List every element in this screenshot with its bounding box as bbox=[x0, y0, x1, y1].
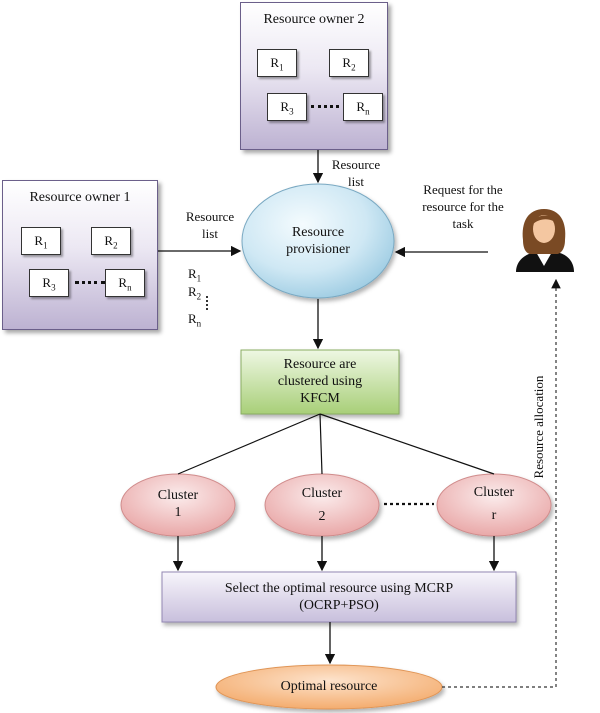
owner1-resource-r3: R3 bbox=[29, 269, 69, 297]
provisioner-node bbox=[241, 183, 395, 299]
edge-kfcm-cluster1 bbox=[177, 413, 321, 475]
edge-kfcm-cluster2 bbox=[319, 413, 323, 475]
owner2-ellipsis bbox=[311, 105, 339, 108]
kfcm-node bbox=[240, 349, 400, 415]
owner1-ellipsis bbox=[75, 281, 105, 284]
resource-owner-1: Resource owner 1 R1 R2 R3 Rn bbox=[2, 180, 158, 330]
provisioner-label: Resource provisioner bbox=[286, 225, 350, 257]
edge-resource-allocation bbox=[442, 278, 561, 688]
request-label: Request for the resource for the task bbox=[422, 182, 504, 231]
edge-kfcm-clusterr bbox=[319, 413, 495, 475]
cluster-1-label: Cluster 1 bbox=[157, 488, 199, 520]
side-resource-rn: Rn bbox=[188, 311, 202, 329]
owner1-resource-r1: R1 bbox=[21, 227, 61, 255]
resource-list-label-top: Resource list bbox=[331, 157, 381, 189]
resource-owner-2: Resource owner 2 R1 R2 R3 Rn bbox=[240, 2, 388, 150]
optimal-label: Optimal resource bbox=[280, 679, 378, 694]
owner2-resource-r3: R3 bbox=[267, 93, 307, 121]
owner1-resource-rn: Rn bbox=[105, 269, 145, 297]
owner2-resource-r1: R1 bbox=[257, 49, 297, 77]
resource-list-label-left: Resource list bbox=[185, 209, 235, 241]
resource-allocation-label: Resource allocation bbox=[531, 375, 546, 479]
owner2-resource-rn: Rn bbox=[343, 93, 383, 121]
kfcm-label: Resource are clustered using KFCM bbox=[277, 357, 363, 406]
user-female-icon bbox=[516, 209, 574, 272]
select-node bbox=[161, 571, 517, 623]
owner1-resource-r2: R2 bbox=[91, 227, 131, 255]
cluster-2-label: Cluster 2 bbox=[301, 486, 343, 524]
cluster-r-label: Cluster r bbox=[473, 485, 515, 523]
select-label: Select the optimal resource using MCRP (… bbox=[224, 581, 454, 613]
owner2-resource-r2: R2 bbox=[329, 49, 369, 77]
owner2-title: Resource owner 2 bbox=[263, 12, 365, 27]
side-resource-ellipsis bbox=[206, 296, 208, 310]
side-resource-r2: R2 bbox=[188, 284, 202, 302]
owner1-title: Resource owner 1 bbox=[29, 190, 131, 205]
side-resource-r1: R1 bbox=[188, 266, 202, 284]
